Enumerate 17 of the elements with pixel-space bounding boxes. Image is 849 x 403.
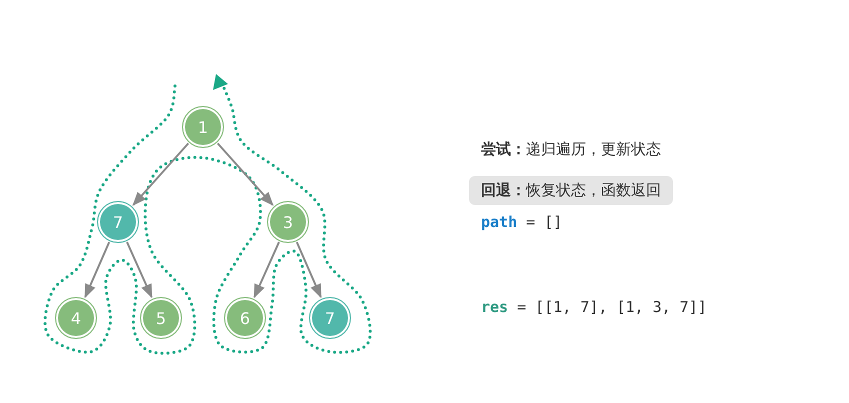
arrow: [253, 242, 280, 298]
tree-node: 3: [267, 201, 309, 243]
tree-node: 6: [224, 297, 266, 339]
tree-node: 7: [97, 201, 139, 243]
arrow: [84, 242, 110, 298]
code-line: res = [[1, 7], [1, 3, 7]]: [481, 298, 707, 316]
tree-node: 7: [309, 297, 351, 339]
step-note: 回退：恢复状态，函数返回: [469, 176, 673, 205]
tree-node: 1: [182, 106, 224, 148]
tree-node: 4: [55, 297, 97, 339]
step-note: 尝试：递归遍历，更新状态: [481, 140, 661, 159]
arrow: [126, 242, 153, 298]
arrow: [132, 142, 190, 206]
tree-node: 5: [140, 297, 182, 339]
arrow: [296, 242, 322, 298]
arrow: [216, 142, 274, 206]
code-line: path = []: [481, 213, 562, 231]
